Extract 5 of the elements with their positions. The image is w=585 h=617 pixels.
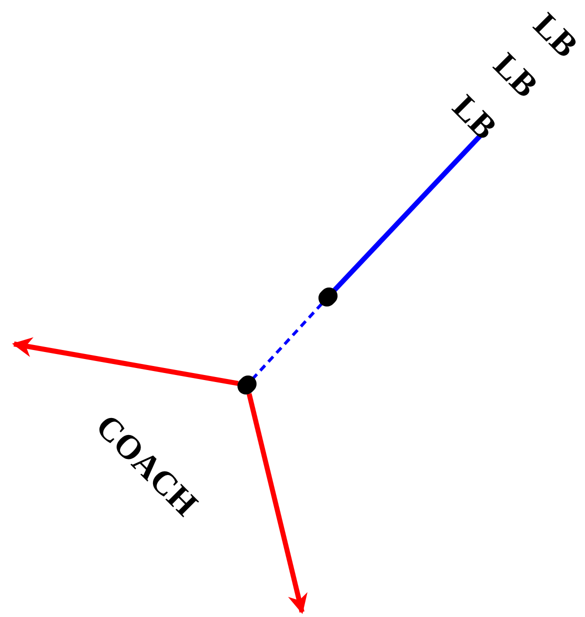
position-label: LB	[446, 90, 502, 146]
arrow	[246, 393, 308, 614]
arrow	[12, 337, 239, 386]
connector-line	[252, 302, 323, 380]
connector-line	[332, 134, 482, 292]
